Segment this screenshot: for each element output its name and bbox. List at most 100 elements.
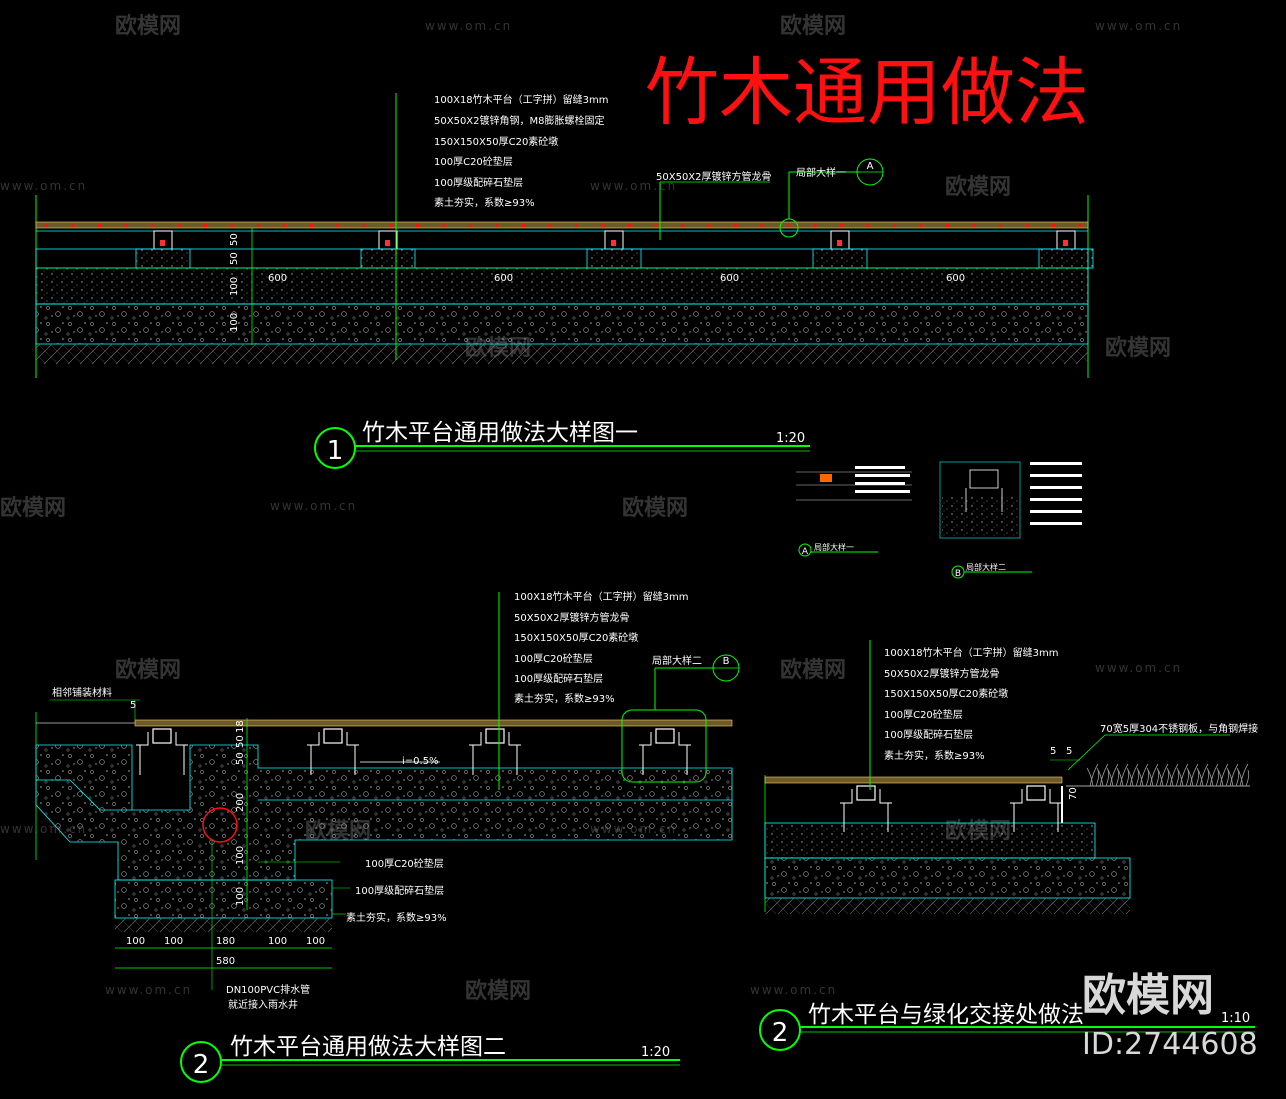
watermark-url: www.om.cn bbox=[425, 19, 512, 33]
vdim: 50 bbox=[235, 752, 246, 765]
deck-fasteners bbox=[45, 224, 1082, 227]
base-layer-label: 素土夯实，系数≥93% bbox=[346, 911, 447, 924]
watermark-brand: 欧模网 bbox=[780, 13, 846, 39]
layer-label: 100X18竹木平台（工字拼）留缝3mm bbox=[434, 93, 609, 106]
support bbox=[639, 728, 691, 775]
vdim: 100 bbox=[229, 277, 240, 296]
watermark-brand: 欧模网 bbox=[115, 657, 181, 683]
grass-blade bbox=[1086, 763, 1100, 787]
adjacent-label: 相邻铺装材料 bbox=[52, 686, 112, 699]
grass-blade bbox=[1176, 763, 1190, 787]
fastener-mark bbox=[71, 224, 75, 227]
watermark-brand: 欧模网 bbox=[622, 495, 688, 521]
layer-label: 50X50X2厚镀锌方管龙骨 bbox=[884, 667, 1000, 680]
fastener-mark bbox=[760, 224, 764, 227]
grass-blade bbox=[1096, 763, 1110, 787]
fastener-mark bbox=[495, 224, 499, 227]
grass-blade bbox=[1226, 763, 1240, 787]
fastener-mark bbox=[787, 224, 790, 227]
section-3-title-block: 2 竹木平台与绿化交接处做法 1:10 bbox=[759, 1002, 1255, 1051]
section-1-drawing: A bbox=[35, 93, 1094, 378]
section-1-title-block: 1 竹木平台通用做法大样图一 1:20 bbox=[314, 420, 810, 469]
grass-blade bbox=[1116, 763, 1130, 787]
fastener-mark bbox=[389, 224, 393, 227]
grass-blade bbox=[1136, 763, 1150, 787]
detail-b: B 局部大样二 bbox=[939, 461, 1082, 579]
pier bbox=[586, 230, 642, 269]
pipe-label: DN100PVC排水管 bbox=[226, 983, 310, 996]
section-title: 竹木平台与绿化交接处做法 bbox=[808, 1002, 1084, 1028]
fastener-mark bbox=[628, 224, 631, 227]
fastener-mark bbox=[363, 224, 366, 227]
watermark-brand: 欧模网 bbox=[780, 657, 846, 683]
fastener-mark bbox=[257, 224, 260, 227]
left-dim: 5 bbox=[130, 700, 136, 711]
watermark-brand: 欧模网 bbox=[1105, 335, 1171, 361]
dim: 70 bbox=[1068, 787, 1079, 800]
fastener-mark bbox=[283, 224, 287, 227]
id-watermark: ID:2744608 bbox=[1082, 1027, 1258, 1062]
layer-label: 素土夯实，系数≥93% bbox=[514, 692, 615, 705]
pier bbox=[1038, 230, 1094, 269]
section-title: 竹木平台通用做法大样图二 bbox=[230, 1034, 506, 1060]
layer-label: 素土夯实，系数≥93% bbox=[884, 749, 985, 762]
grass-blade bbox=[1186, 763, 1200, 787]
watermark-url: www.om.cn bbox=[590, 179, 677, 193]
vdim: 50 bbox=[229, 233, 240, 246]
vdim: 200 bbox=[235, 793, 246, 812]
section-number: 2 bbox=[772, 1018, 789, 1048]
section-number: 2 bbox=[193, 1050, 210, 1080]
total-dim: 580 bbox=[216, 956, 235, 967]
detail-b-label: 局部大样二 bbox=[652, 654, 702, 667]
section-3-drawing bbox=[764, 640, 1250, 914]
grass-blade bbox=[1166, 763, 1180, 787]
pier bbox=[135, 230, 191, 269]
hdim: 100 bbox=[306, 936, 325, 947]
section-scale: 1:20 bbox=[776, 431, 805, 446]
steel-supports bbox=[840, 785, 1062, 832]
support bbox=[307, 728, 359, 775]
fastener-mark bbox=[45, 224, 48, 227]
dim: 5 bbox=[1066, 746, 1072, 757]
fastener-mark bbox=[177, 224, 181, 227]
base-layer-label: 100厚级配碎石垫层 bbox=[355, 884, 444, 897]
vdim: 18 bbox=[235, 720, 246, 733]
detail-a-letter: A bbox=[802, 547, 809, 557]
fastener-mark bbox=[919, 224, 923, 227]
watermark-brand: 欧模网 bbox=[465, 978, 531, 1004]
layer-label: 100厚C20砼垫层 bbox=[884, 708, 963, 721]
layer-label: 150X150X50厚C20素砼墩 bbox=[514, 631, 638, 644]
watermark-brand: 欧模网 bbox=[115, 13, 181, 39]
detail-a-letter: A bbox=[867, 161, 874, 172]
fastener-mark bbox=[601, 224, 605, 227]
pipe-label: 就近接入雨水井 bbox=[228, 998, 298, 1011]
detail-b-letter: B bbox=[723, 656, 730, 667]
support bbox=[840, 785, 892, 832]
fastener-mark bbox=[124, 224, 128, 227]
section-2-labels: 100X18竹木平台（工字拼）留缝3mm 50X50X2厚镀锌方管龙骨 150X… bbox=[52, 590, 702, 1011]
base-layer-label: 100厚C20砼垫层 bbox=[365, 857, 444, 870]
steel-plate-label: 70宽5厚304不锈钢板，与角钢焊接 bbox=[1100, 722, 1258, 735]
section-2-drawing: B bbox=[35, 592, 740, 990]
fastener-mark bbox=[336, 224, 340, 227]
section-title: 竹木平台通用做法大样图一 bbox=[362, 420, 638, 446]
section-number: 1 bbox=[327, 436, 344, 466]
layer-label: 素土夯实，系数≥93% bbox=[434, 196, 535, 209]
grass-blade bbox=[1206, 763, 1220, 787]
main-title: 竹木通用做法 bbox=[645, 50, 1089, 136]
hdim: 100 bbox=[126, 936, 145, 947]
layer-label: 50X50X2厚镀锌方管龙骨 bbox=[514, 611, 630, 624]
dim: 5 bbox=[1050, 746, 1056, 757]
fastener-mark bbox=[813, 224, 817, 227]
fastener-mark bbox=[575, 224, 578, 227]
watermark-url: www.om.cn bbox=[270, 499, 357, 513]
layer-label: 100厚级配碎石垫层 bbox=[514, 672, 603, 685]
hdim: 100 bbox=[164, 936, 183, 947]
layer-label: 150X150X50厚C20素砼墩 bbox=[434, 135, 558, 148]
layer-label: 100X18竹木平台（工字拼）留缝3mm bbox=[884, 646, 1059, 659]
detail-b-letter: B bbox=[955, 569, 961, 579]
grass-blade bbox=[1146, 763, 1160, 787]
section-scale: 1:20 bbox=[641, 1045, 670, 1060]
layer-label: 100厚级配碎石垫层 bbox=[884, 728, 973, 741]
